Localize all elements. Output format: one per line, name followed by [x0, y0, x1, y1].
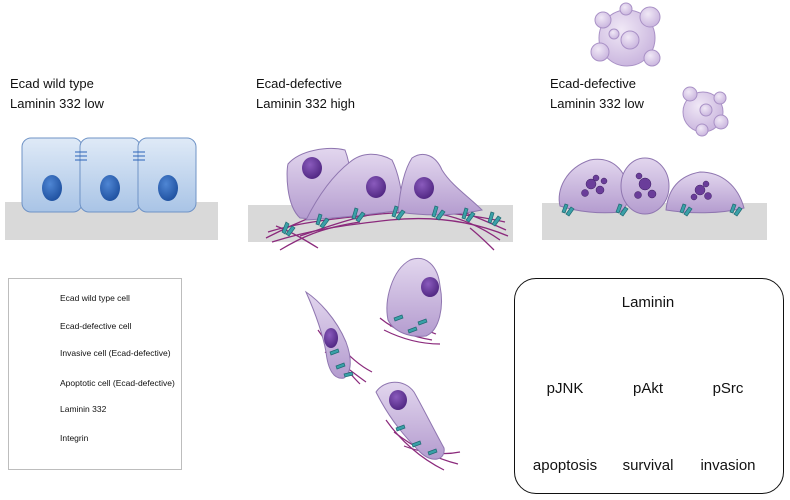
pathway-mediator-psrc: pSrc: [712, 380, 744, 397]
legend-label-apoptotic: Apoptotic cell (Ecad-defective): [60, 378, 175, 388]
apoptotic-body: [590, 2, 661, 67]
wild-type-cell: [137, 137, 197, 213]
cell-nucleus: [389, 390, 407, 410]
integrin-row: [281, 205, 502, 237]
wild-type-cell: [79, 137, 141, 213]
cell-nucleus: [421, 277, 439, 297]
panel-title-line1: Ecad-defective: [550, 76, 636, 91]
panel-title-line2: Laminin 332 low: [10, 96, 104, 111]
legend-label-integrin: Integrin: [60, 433, 89, 443]
defective-cell: [397, 154, 483, 216]
integrin-row: [561, 203, 743, 217]
laminin-fibers: [265, 207, 509, 251]
panel-defective-laminin-low: [542, 2, 767, 240]
panel-title-laminin-low: Ecad-defective Laminin 332 low: [550, 74, 644, 114]
defective-cell: [305, 153, 405, 221]
legend-label-defective: Ecad-defective cell: [60, 321, 132, 331]
legend-label-laminin: Laminin 332: [60, 404, 107, 414]
cell-junction-marks: [75, 151, 145, 161]
legend-label-wild-type: Ecad wild type cell: [60, 293, 130, 303]
pathway-outcome-apoptosis: apoptosis: [532, 457, 598, 474]
pathway-mediator-pjnk: pJNK: [546, 380, 584, 397]
apoptotic-cell: [558, 158, 629, 214]
cell-nucleus: [302, 157, 322, 179]
legend-label-invasive: Invasive cell (Ecad-defective): [60, 348, 171, 358]
pathway-root-laminin: Laminin: [621, 294, 675, 311]
apoptotic-cell: [620, 157, 670, 215]
pathway-outcome-survival: survival: [622, 457, 674, 474]
panel-title-line2: Laminin 332 high: [256, 96, 356, 111]
cell-nucleus: [100, 175, 120, 201]
apoptotic-body: [682, 86, 729, 137]
cell-nucleus: [42, 175, 62, 201]
invasive-cell: [304, 290, 373, 385]
pathway-outcome-invasion: invasion: [700, 457, 756, 474]
panel-title-line1: Ecad wild type: [10, 76, 94, 91]
panel-title-line2: Laminin 332 low: [550, 96, 644, 111]
cell-nucleus: [366, 176, 386, 198]
invasive-cell: [375, 381, 461, 471]
cell-nucleus: [414, 177, 434, 199]
panel-title-wild-type: Ecad wild type Laminin 332 low: [10, 74, 104, 114]
cell-nucleus: [158, 175, 178, 201]
invasive-cell: [379, 258, 442, 345]
wild-type-cell: [21, 137, 83, 213]
apoptotic-cell: [665, 171, 745, 214]
legend: [8, 278, 182, 470]
panel-title-line1: Ecad-defective: [256, 76, 342, 91]
panel-title-laminin-high: Ecad-defective Laminin 332 high: [256, 74, 355, 114]
cell-nucleus: [324, 328, 338, 348]
pathway-box: [514, 278, 784, 494]
panel-wild-type: [5, 137, 218, 240]
panel-defective-laminin-high: [248, 148, 513, 471]
pathway-mediator-pakt: pAkt: [632, 380, 663, 397]
